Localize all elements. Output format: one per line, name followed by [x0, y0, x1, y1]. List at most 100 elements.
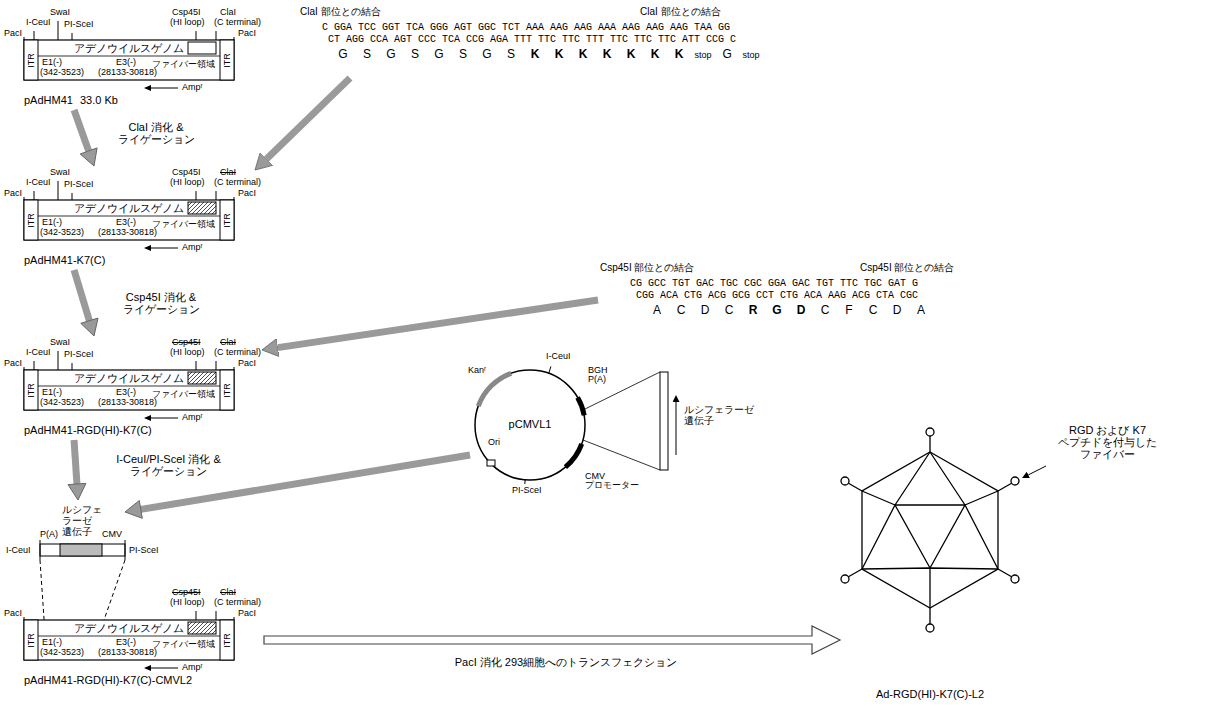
site-tick [24, 37, 25, 40]
connector [40, 560, 44, 620]
site-tick [234, 367, 235, 370]
arrow-head [68, 483, 86, 500]
process-arrow [74, 110, 89, 151]
amino-acid: F [845, 304, 852, 317]
site-tick [196, 611, 197, 620]
genome-box [24, 620, 234, 660]
label: PacI [4, 609, 22, 618]
oligo-arrow [267, 78, 351, 159]
amino-acid: D [701, 304, 710, 317]
amino-acid: G [722, 48, 731, 61]
site-tick [58, 351, 59, 370]
site-tick [234, 617, 235, 620]
edge-label: ClaI 消化 & ライゲーション [100, 120, 212, 146]
amino-acid: stop [743, 51, 760, 61]
label: ITR [26, 633, 35, 648]
amino-acid: D [893, 304, 902, 317]
site-tick [72, 363, 73, 370]
label: E3(-) [116, 638, 136, 647]
amp-arrow [150, 668, 178, 669]
label: (28133-30818) [98, 648, 157, 657]
node-text: アデノウイルスゲノム [74, 622, 184, 634]
amp-arrow [144, 665, 151, 671]
amino-acid: A [917, 304, 925, 317]
itr-box [24, 200, 38, 240]
itr-box [24, 620, 38, 660]
node-text: pAdHM41-RGD(HI)-K7(C) [24, 424, 152, 436]
genome-box [24, 370, 234, 410]
label: Csp45I [172, 588, 201, 597]
itr-box [220, 620, 234, 660]
label: Ampʳ [182, 83, 203, 92]
node-text: CMV [102, 530, 122, 539]
amino-acid: K [603, 48, 612, 61]
leader-line [1028, 466, 1046, 475]
label: SwaI [50, 168, 70, 177]
label: I-CeuI [26, 178, 51, 187]
label: Csp45I 部位との結合 [860, 262, 954, 273]
label: ClaI [220, 588, 236, 597]
site-tick [72, 193, 73, 200]
amino-acid: G [434, 48, 443, 61]
genome-box [24, 200, 234, 240]
label: ClaI [220, 8, 236, 17]
luciferase-gene [60, 544, 102, 556]
site-tick [34, 31, 35, 40]
node-text: pCMVL1 [470, 418, 590, 430]
arrow-head [125, 501, 142, 519]
label: Csp45I [172, 168, 201, 177]
label: (28133-30818) [98, 398, 157, 407]
label: PacI [4, 359, 22, 368]
insert-bar [40, 544, 125, 556]
process-arrow [74, 440, 77, 484]
label: ファイバー領域 [152, 220, 215, 229]
connector [74, 270, 98, 336]
label: E3(-) [116, 58, 136, 67]
connector [264, 626, 840, 654]
site-tick [216, 361, 217, 370]
site-tick [34, 191, 35, 200]
label: (HI loop) [170, 18, 205, 27]
amino-acid: K [579, 48, 588, 61]
label: (342-3523) [40, 398, 84, 407]
connector [74, 110, 97, 166]
plasmid-map [475, 366, 676, 484]
amino-acid: S [459, 48, 467, 61]
label: SwaI [50, 338, 70, 347]
label: Ampʳ [182, 413, 203, 422]
site-tick [196, 191, 197, 200]
amp-arrow [144, 245, 151, 251]
label: PacI [238, 609, 256, 618]
amino-acid: K [627, 48, 636, 61]
label: I-CeuI [546, 352, 571, 361]
site-tick [216, 31, 217, 40]
label: PacI [238, 359, 256, 368]
label: (HI loop) [170, 178, 205, 187]
site-tick [234, 37, 235, 40]
process-arrow [264, 626, 840, 654]
node-text: Ad-RGD(HI)-K7(C)-L2 [840, 688, 1020, 700]
arrow-head [81, 318, 98, 336]
amino-acid: C [869, 304, 878, 317]
site-tick [24, 367, 25, 370]
adenovirus-particle [841, 428, 1019, 632]
node-text: pAdHM41-RGD(HI)-K7(C)-CMVL2 [24, 674, 192, 686]
stroke [38, 216, 220, 217]
amino-acid: S [411, 48, 419, 61]
label: ClaI 部位との結合 [640, 6, 721, 17]
label: Kanʳ [468, 366, 486, 375]
label: E1(-) [42, 218, 62, 227]
edge-label: Csp45I 消化 & ライゲーション [100, 290, 222, 316]
itr-box [220, 200, 234, 240]
label: BGH P(A) [588, 366, 618, 384]
label: ファイバー領域 [152, 640, 215, 649]
site-tick [24, 617, 25, 620]
amino-acid: S [507, 48, 515, 61]
site-tick [196, 361, 197, 370]
amino-acid: stop [695, 51, 712, 61]
virus-particle: Ad-RGD(HI)-K7(C)-L2 [840, 420, 1020, 705]
label: ClaI [220, 168, 236, 177]
sequence: CG GCC TGT GAC TGC CGC GGA GAC TGT TTC T… [630, 278, 918, 289]
label: ファイバー領域 [152, 60, 215, 69]
dashed-line [40, 560, 44, 620]
